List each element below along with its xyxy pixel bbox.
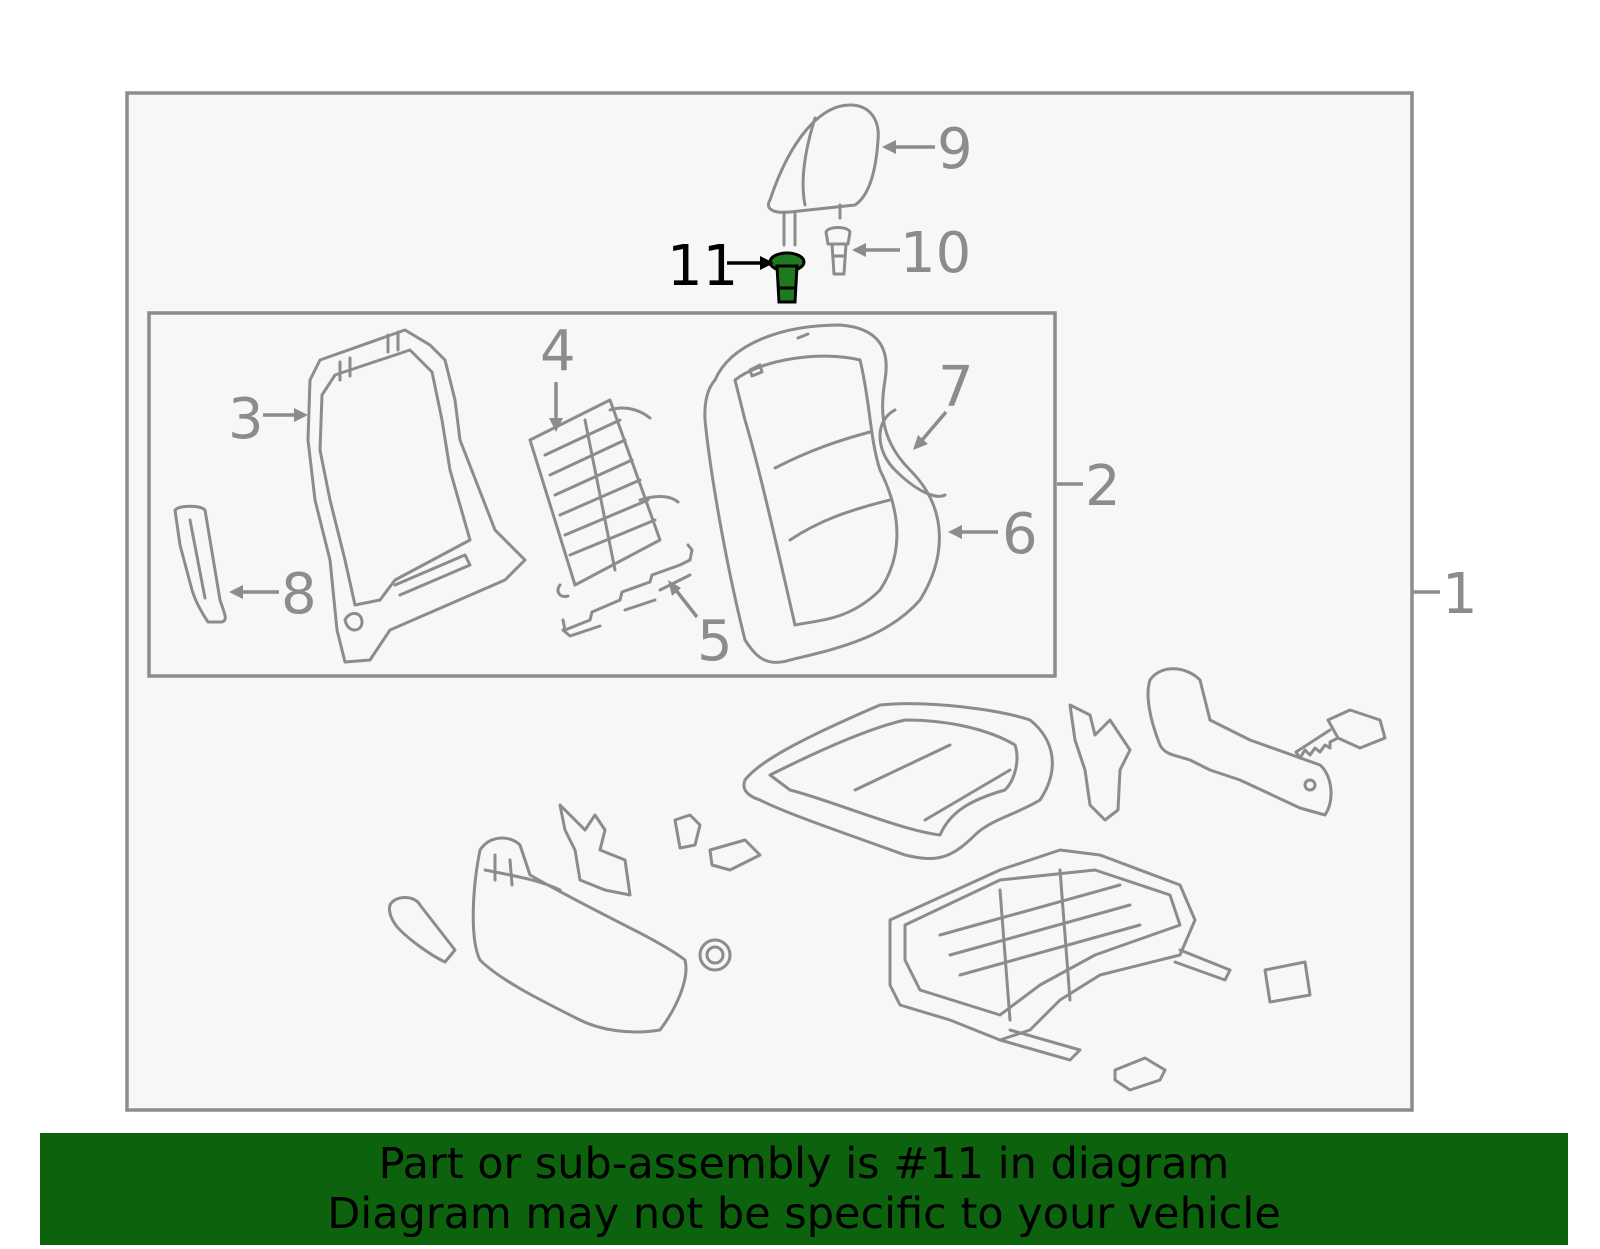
callout-9: 9 bbox=[937, 117, 973, 182]
bracket-left bbox=[558, 803, 762, 897]
callout-6: 6 bbox=[1002, 502, 1038, 567]
side-trim-part-8[interactable] bbox=[173, 504, 227, 624]
callout-2: 2 bbox=[1085, 454, 1121, 519]
callout-8: 8 bbox=[281, 562, 317, 627]
spring-mat-part-4[interactable] bbox=[528, 398, 680, 598]
cap-bottom bbox=[1113, 1056, 1167, 1092]
callout-10: 10 bbox=[900, 221, 971, 286]
seatback-pad-part-7[interactable] bbox=[878, 408, 947, 498]
bolt bbox=[1294, 708, 1387, 760]
seatback-cover-part-6[interactable] bbox=[703, 323, 941, 664]
callout-1: 1 bbox=[1442, 562, 1478, 627]
callout-3: 3 bbox=[228, 387, 264, 452]
info-banner: Part or sub-assembly is #11 in diagram D… bbox=[40, 1133, 1568, 1245]
callout-4: 4 bbox=[540, 319, 576, 384]
cap-right bbox=[1263, 960, 1312, 1004]
callout-7: 7 bbox=[938, 355, 974, 420]
small-trim-left bbox=[388, 896, 457, 964]
side-shield bbox=[471, 836, 688, 1034]
seatback-frame-part-3[interactable] bbox=[306, 328, 527, 664]
seat-frame bbox=[888, 848, 1232, 1062]
lumbar-wire-part-5[interactable] bbox=[561, 543, 694, 638]
seat-cushion bbox=[742, 702, 1054, 860]
recliner-cover bbox=[1146, 667, 1333, 817]
bracket-right bbox=[1068, 703, 1132, 822]
callout-5: 5 bbox=[697, 609, 733, 674]
knob bbox=[698, 938, 732, 972]
headrest-part-9[interactable] bbox=[766, 103, 880, 247]
banner-line-2: Diagram may not be specific to your vehi… bbox=[327, 1189, 1281, 1239]
headrest-guide-part-10[interactable] bbox=[824, 226, 852, 276]
callout-11[interactable]: 11 bbox=[667, 234, 738, 299]
banner-line-1: Part or sub-assembly is #11 in diagram bbox=[378, 1139, 1230, 1189]
